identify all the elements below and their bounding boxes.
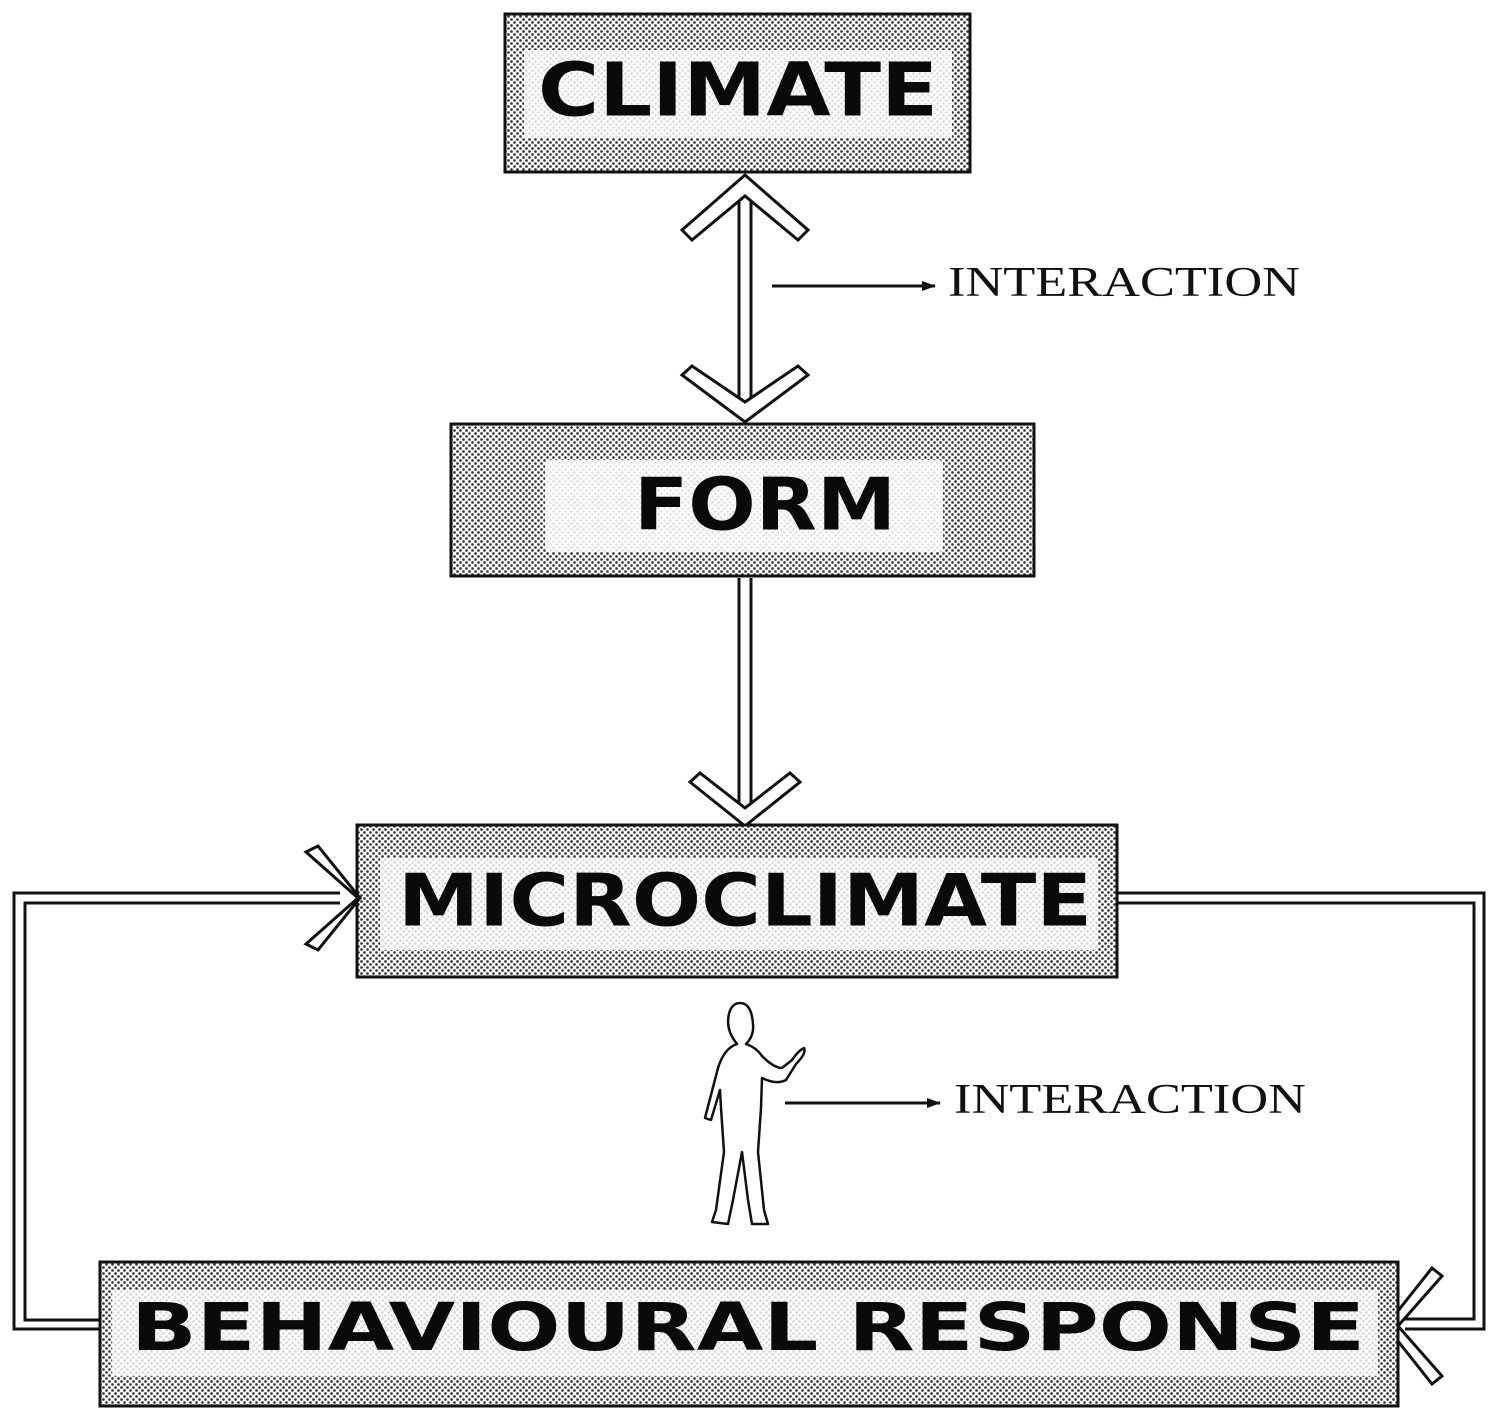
microclimate-box: MICROCLIMATE	[355, 823, 1119, 979]
human-figure-icon	[703, 1001, 806, 1226]
form-box: FORM	[449, 422, 1036, 578]
interaction-pointer-lower: INTERACTION	[785, 1077, 1306, 1123]
interaction-pointer-upper: INTERACTION	[772, 260, 1300, 306]
behavioural-response-box: BEHAVIOURAL RESPONSE	[98, 1260, 1400, 1408]
interaction-label-lower: INTERACTION	[954, 1077, 1306, 1123]
climate-label: CLIMATE	[538, 48, 938, 134]
interaction-label-upper: INTERACTION	[948, 260, 1300, 306]
behavioural-response-label: BEHAVIOURAL RESPONSE	[131, 1289, 1365, 1366]
form-to-microclimate-arrow	[687, 578, 803, 828]
form-label: FORM	[634, 463, 896, 547]
microclimate-label: MICROCLIMATE	[398, 859, 1092, 943]
feedback-loop	[12, 844, 1486, 1387]
climate-box: CLIMATE	[503, 12, 972, 174]
double-arrow-icon	[679, 173, 811, 424]
